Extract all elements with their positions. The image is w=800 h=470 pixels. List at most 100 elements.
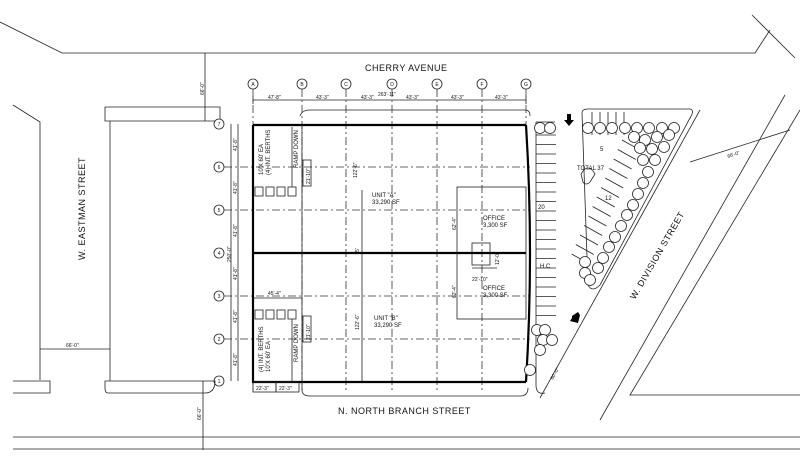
west-street-edges xyxy=(12,104,216,450)
tree-icon xyxy=(579,256,591,268)
east-street-width: 66'-0" xyxy=(727,150,741,160)
tree-icon xyxy=(663,129,675,141)
grid-label-5: 5 xyxy=(218,208,221,214)
parking-total: TOTAL 37 xyxy=(577,166,605,172)
parking-stall-line xyxy=(596,196,615,208)
tree-icon xyxy=(628,131,640,143)
hc-label: H.C xyxy=(540,264,551,270)
tree-icon xyxy=(544,122,556,134)
unit-a-depth: 122'-6" xyxy=(353,162,359,178)
tree-icon xyxy=(606,122,618,134)
tree-icon xyxy=(619,122,631,134)
loading-dock-bottom xyxy=(252,297,312,393)
division-street-edges xyxy=(539,94,800,421)
top-ramp-label: RAMP DOWN xyxy=(294,130,300,168)
tree-icon xyxy=(632,188,644,200)
street-label-north-branch: N. NORTH BRANCH STREET xyxy=(338,406,471,416)
bay-width-dim: 43'-3" xyxy=(361,95,374,101)
parking-stall-line xyxy=(617,149,636,160)
tree-icon xyxy=(621,209,633,221)
tree-icon xyxy=(627,199,639,211)
office-b-area: 3,300 SF xyxy=(483,293,508,299)
bay-width-dim: 43'-3" xyxy=(451,95,464,101)
tree-icon xyxy=(651,131,663,143)
bay-depth-dim: 41'-8" xyxy=(233,181,239,194)
bay-width-dim: 43'-3" xyxy=(495,95,508,101)
grid-label-b: B xyxy=(300,82,304,88)
bay-width-dim: 43'-3" xyxy=(316,95,329,101)
grid-label-4: 4 xyxy=(218,251,221,257)
bay-width-dim: 43'-3" xyxy=(406,95,419,101)
west-street-width: 66'-0" xyxy=(66,343,79,349)
parking-stall-line xyxy=(584,225,603,236)
bay-depth-dim: 41'-8" xyxy=(233,224,239,237)
tree-icon xyxy=(603,241,615,253)
bottom-berths-size: 10'X 60' EA xyxy=(266,341,272,372)
unit-b-depth: 122'-6" xyxy=(355,314,361,330)
parking-stall-line xyxy=(605,177,624,189)
island-top-count: 5 xyxy=(600,147,604,153)
office-a-depth: 62'-4" xyxy=(452,217,458,230)
row-grid xyxy=(213,118,530,387)
unit-a-name: UNIT "A" xyxy=(372,193,396,199)
entrance-arrow-icon xyxy=(570,312,580,323)
top-berths-count: (4) INT. BERTHS xyxy=(266,129,272,175)
parking-stall-line xyxy=(592,206,611,217)
bottom-berths-count: (4) INT. BERTHS xyxy=(259,326,265,372)
tree-icon xyxy=(534,344,546,356)
tree-icon xyxy=(656,122,668,134)
bay-depth-dim: 41'-8" xyxy=(233,267,239,280)
center-dim: 5' xyxy=(355,248,361,252)
tree-icon xyxy=(637,154,649,166)
tree-icon xyxy=(643,122,655,134)
tree-icon xyxy=(649,154,661,166)
bay-width-dim: 47'-8" xyxy=(268,95,281,101)
tree-icon xyxy=(658,141,670,153)
grid-label-g: G xyxy=(524,82,528,88)
tree-icon xyxy=(582,122,594,134)
tree-icon xyxy=(534,122,546,134)
parking-stall-line xyxy=(575,244,594,255)
parking-stall-line xyxy=(613,158,632,170)
landscape-trees xyxy=(524,122,680,376)
tree-icon xyxy=(584,274,596,286)
berth-width-dim: 22'-3" xyxy=(279,386,292,392)
driveway-width: 60'-0" xyxy=(550,367,562,381)
tree-icon xyxy=(546,334,558,346)
loading-dock-top xyxy=(254,127,312,197)
unit-a-area: 33,290 SF xyxy=(372,200,400,206)
row-width-top: 66'-0" xyxy=(200,82,206,95)
tree-icon xyxy=(646,143,658,155)
core-dim: 12'-0" xyxy=(495,252,501,265)
tree-icon xyxy=(592,262,604,274)
grid-label-d: D xyxy=(390,82,394,88)
office-core xyxy=(471,242,497,269)
tree-icon xyxy=(539,324,551,336)
berth-width-dim: 22'-3" xyxy=(256,386,269,392)
grid-label-f: F xyxy=(480,82,483,88)
grid-label-e: E xyxy=(435,82,439,88)
bottom-dock-depth: 21'-10" xyxy=(306,324,312,340)
street-label-eastman: W. EASTMAN STREET xyxy=(77,157,87,260)
grid-label-2: 2 xyxy=(218,337,221,343)
parking-stall-line xyxy=(609,168,628,179)
parking-stall-line xyxy=(579,234,599,246)
grid-label-7: 7 xyxy=(218,122,221,128)
island-diag-count: 12 xyxy=(605,196,612,202)
row-width-bottom: 66'-0" xyxy=(197,407,203,420)
grid-label-6: 6 xyxy=(218,165,221,171)
office-b-depth: 62'-4" xyxy=(452,285,458,298)
office-b-name: OFFICE xyxy=(483,286,505,292)
tree-icon xyxy=(524,364,536,376)
parking-stall-line xyxy=(600,187,620,198)
bay-depth-dim: 41'-8" xyxy=(233,353,239,366)
tree-icon xyxy=(597,252,609,264)
tree-icon xyxy=(609,231,621,243)
overall-depth-dim: 250'-0" xyxy=(227,246,233,262)
top-dock-depth: 21'-10" xyxy=(306,168,312,184)
east-parking-stalls xyxy=(535,121,556,394)
parking-island xyxy=(580,108,693,290)
tree-icon xyxy=(594,122,606,134)
office-a-name: OFFICE xyxy=(483,216,505,222)
tree-icon xyxy=(634,142,646,154)
